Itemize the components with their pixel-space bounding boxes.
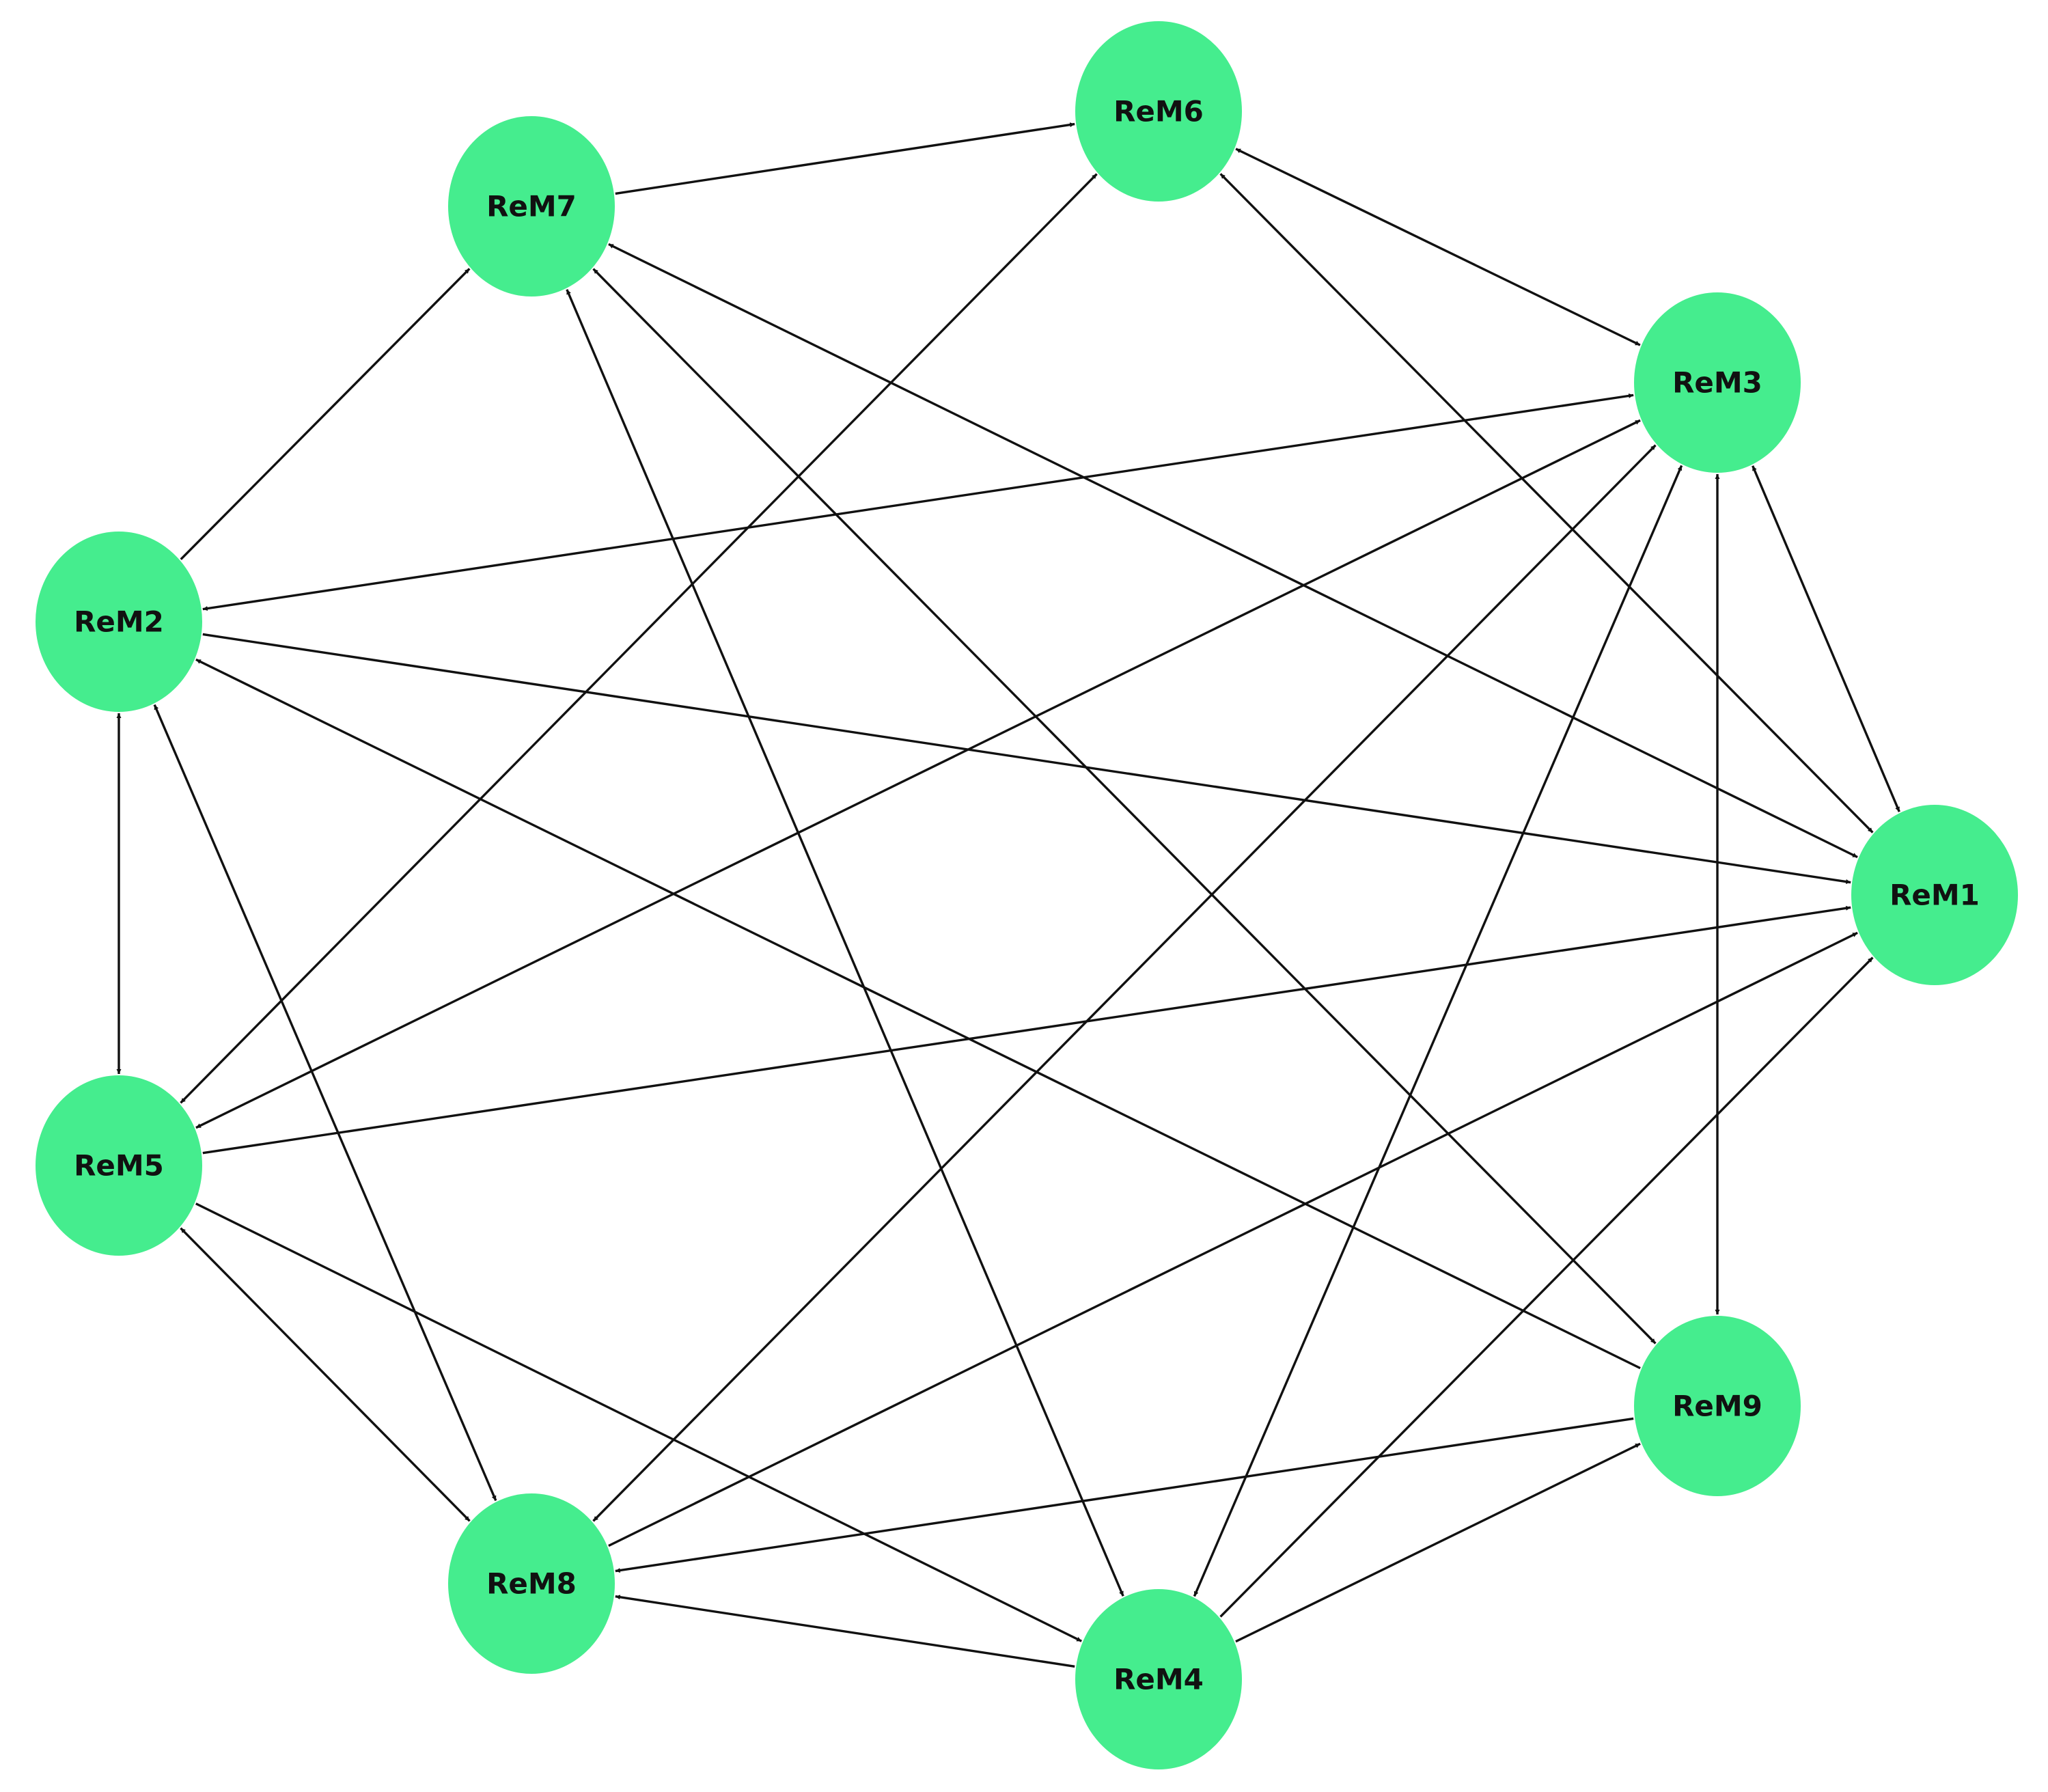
node-rem3[interactable]: ReM3 (1634, 292, 1801, 473)
node-rem1[interactable]: ReM1 (1851, 805, 2018, 985)
edge-rem9-rem8 (615, 1417, 1634, 1573)
node-rem8[interactable]: ReM8 (448, 1493, 615, 1674)
edge-rem4-rem1 (1219, 956, 1874, 1618)
edge-rem8-rem1 (608, 931, 1858, 1547)
node-circle[interactable] (1075, 1589, 1242, 1769)
node-label: ReM9 (1672, 1390, 1762, 1423)
node-rem7[interactable]: ReM7 (448, 116, 615, 297)
edge-rem3-rem5 (195, 419, 1641, 1129)
node-label: ReM5 (74, 1149, 164, 1183)
node-label: ReM1 (1890, 879, 1980, 912)
node-circle[interactable] (448, 1493, 615, 1674)
edge-rem5-rem4 (195, 1202, 1082, 1642)
edge-rem5-rem8 (180, 1227, 471, 1522)
node-circle[interactable] (1634, 292, 1801, 473)
edge-rem7-rem6 (615, 122, 1075, 195)
edge-rem7-rem4 (566, 289, 1124, 1597)
node-label: ReM7 (486, 190, 577, 223)
node-circle[interactable] (36, 1075, 202, 1256)
node-circle[interactable] (1851, 805, 2018, 985)
edge-rem9-rem2 (195, 658, 1641, 1370)
edge-rem4-rem9 (1235, 1442, 1641, 1643)
node-circle[interactable] (1075, 21, 1242, 202)
node-circle[interactable] (448, 116, 615, 297)
node-label: ReM6 (1113, 95, 1204, 128)
edge-rem4-rem8 (615, 1595, 1075, 1668)
node-label: ReM4 (1113, 1663, 1204, 1696)
node-circle[interactable] (36, 532, 202, 712)
node-rem9[interactable]: ReM9 (1634, 1316, 1801, 1496)
edge-rem2-rem7 (180, 268, 471, 560)
node-rem6[interactable]: ReM6 (1075, 21, 1242, 202)
edge-rem6-rem3 (1235, 148, 1641, 346)
edge-rem2-rem8 (153, 704, 497, 1502)
edge-rem7-rem9 (592, 268, 1657, 1345)
edge-rem3-rem2 (202, 393, 1634, 611)
node-rem5[interactable]: ReM5 (36, 1075, 202, 1256)
node-label: ReM3 (1672, 366, 1762, 400)
edge-rem3-rem1 (1752, 465, 1900, 812)
edge-rem2-rem1 (202, 633, 1851, 884)
node-rem4[interactable]: ReM4 (1075, 1589, 1242, 1769)
edge-rem5-rem1 (202, 905, 1851, 1155)
node-rem2[interactable]: ReM2 (36, 532, 202, 712)
edge-layer (116, 122, 1900, 1668)
edge-rem3-rem4 (1193, 465, 1683, 1597)
node-label: ReM2 (74, 605, 164, 639)
edge-rem6-rem1 (1219, 173, 1874, 833)
edge-rem3-rem8 (592, 444, 1657, 1522)
node-circle[interactable] (1634, 1316, 1801, 1496)
node-label: ReM8 (486, 1567, 577, 1601)
